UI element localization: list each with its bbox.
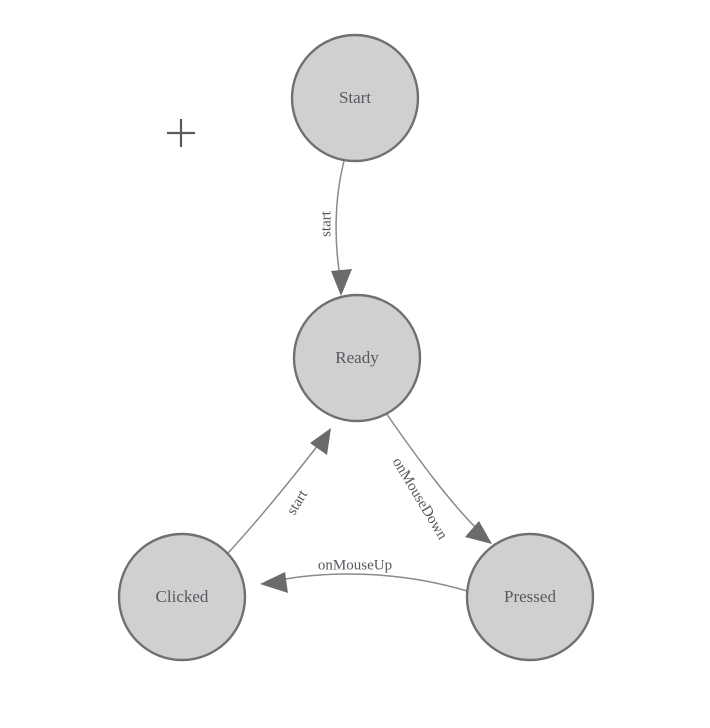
node-label-pressed: Pressed [504, 587, 556, 606]
edge-line [335, 160, 345, 283]
edge-label-ready-to-pressed: onMouseDown [389, 455, 451, 543]
edge-pressed-to-clicked[interactable]: onMouseUp [260, 557, 468, 593]
edge-start-to-ready[interactable]: start [318, 160, 352, 296]
arrowhead-icon [331, 269, 352, 296]
edge-label-pressed-to-clicked: onMouseUp [318, 557, 392, 573]
node-circle [117, 532, 247, 662]
node-circle [290, 33, 420, 163]
crosshair-marker[interactable] [167, 119, 195, 147]
edge-clicked-to-ready[interactable]: start [227, 428, 331, 554]
edge-line [273, 573, 468, 592]
edge-line [385, 412, 483, 535]
edge-label-clicked-to-ready: start [284, 487, 311, 518]
node-circle [465, 532, 595, 662]
node-label-clicked: Clicked [156, 587, 209, 606]
edge-ready-to-pressed[interactable]: onMouseDown [385, 412, 492, 544]
node-clicked[interactable]: Clicked [117, 532, 247, 662]
node-circle [292, 293, 422, 423]
edge-label-start-to-ready: start [318, 210, 334, 237]
node-start[interactable]: Start [290, 33, 420, 163]
edge-line [227, 439, 323, 554]
node-ready[interactable]: Ready [292, 293, 422, 423]
arrowhead-icon [465, 521, 492, 544]
arrowhead-icon [310, 428, 331, 455]
node-pressed[interactable]: Pressed [465, 532, 595, 662]
node-label-start: Start [339, 88, 371, 107]
node-label-ready: Ready [335, 348, 379, 367]
arrowhead-icon [260, 572, 288, 593]
